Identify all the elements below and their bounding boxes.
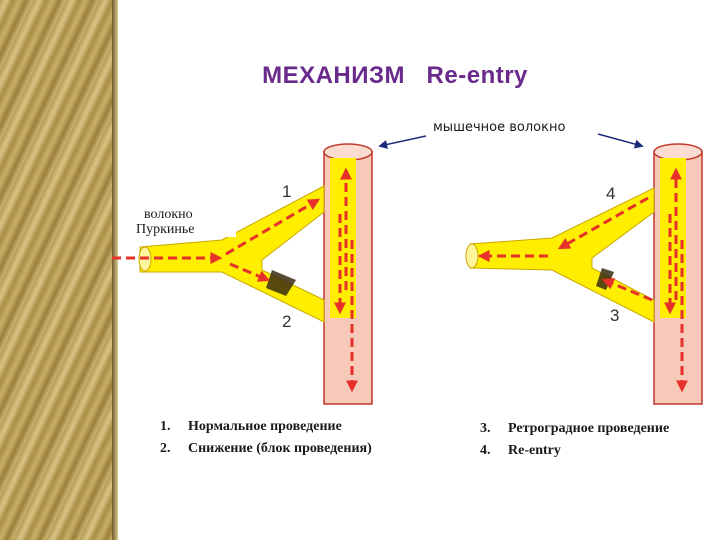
pointer-arrow-left [378, 135, 427, 149]
legend-item: 1. Нормальное проведение [160, 416, 372, 438]
arrow-retro-lower-right [601, 278, 653, 302]
muscle-fiber-label: мышечное волокно [433, 120, 566, 135]
pointer-arrow-right [597, 133, 644, 149]
marker-1: 1 [282, 182, 292, 201]
legend-number: 4. [480, 443, 491, 458]
marker-4: 4 [606, 184, 616, 203]
column-strip-left [330, 158, 356, 318]
purkinje-label-line2: Пуркинье [136, 222, 195, 237]
legend-item: 4. Re-entry [480, 440, 669, 462]
arrow-upper-right [557, 196, 649, 250]
purkinje-end-right [465, 243, 479, 269]
column-strip-right [660, 158, 686, 318]
legend-number: 2. [160, 441, 171, 456]
page-title: МЕХАНИЗМ Re-entry [262, 62, 528, 89]
arrow-lower-left [229, 262, 271, 282]
legend-item: 3. Ретроградное проведение [480, 418, 669, 440]
left-figure [112, 143, 373, 405]
purkinje-label-line1: волокно [144, 207, 193, 222]
right-figure [465, 143, 703, 405]
muscle-top-right [653, 143, 703, 161]
conduction-block-left [266, 270, 296, 296]
legend-text: Ретроградное проведение [508, 421, 670, 436]
legend-text: Снижение (блок проведения) [188, 441, 372, 456]
legend-number: 1. [160, 419, 171, 434]
marker-3: 3 [610, 306, 620, 325]
purkinje-fiber-label: волокно Пуркинье [136, 207, 236, 237]
legend-text: Re-entry [508, 443, 561, 458]
muscle-top-left [323, 143, 373, 161]
marker-2: 2 [282, 312, 292, 331]
arrow-upper-left [225, 198, 321, 256]
decorative-border [0, 0, 118, 540]
legend-left: 1. Нормальное проведение 2. Снижение (бл… [160, 416, 372, 460]
legend-text: Нормальное проведение [188, 419, 342, 434]
legend-right: 3. Ретроградное проведение 4. Re-entry [480, 418, 669, 462]
legend-number: 3. [480, 421, 491, 436]
legend-item: 2. Снижение (блок проведения) [160, 438, 372, 460]
